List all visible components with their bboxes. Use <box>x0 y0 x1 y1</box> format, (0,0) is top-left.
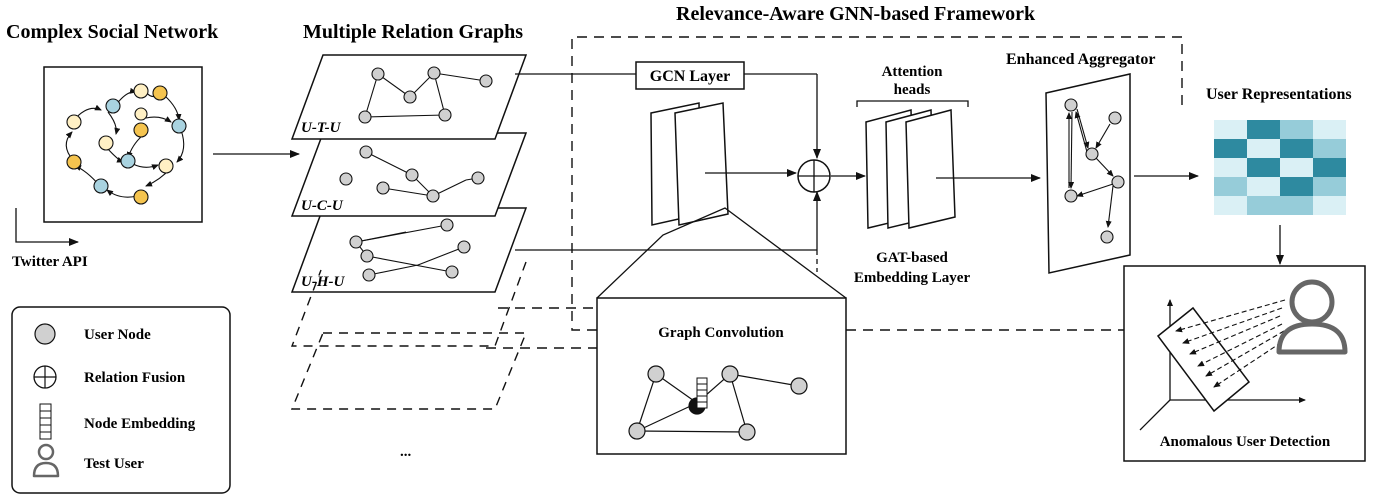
twitter-api-label: Twitter API <box>12 254 88 270</box>
gcn-layer-box <box>635 61 745 90</box>
enhanced-aggregator-label: Enhanced Aggregator <box>1006 51 1155 68</box>
matrix-cell <box>1280 120 1313 139</box>
relation-plane-ucu: U-C-U <box>290 132 528 217</box>
plane-label-utu: U-T-U <box>301 120 342 136</box>
attention-heads-bracket <box>856 100 969 107</box>
relation-fusion-legend-icon <box>33 365 57 389</box>
graph-convolution-label: Graph Convolution <box>658 325 784 341</box>
matrix-cell <box>1280 177 1313 196</box>
matrix-cell <box>1214 177 1247 196</box>
legend-test-user: Test User <box>84 456 144 472</box>
attention-heads-label-2: heads <box>894 82 931 98</box>
gcn-layer-label: GCN Layer <box>650 68 730 85</box>
plane-to-conv-dashes <box>486 307 1124 349</box>
matrix-cell <box>1247 158 1280 177</box>
gcn-feature-maps <box>650 102 729 226</box>
matrix-cell <box>1214 196 1247 215</box>
relation-plane-uhu: U-H-U <box>290 207 528 293</box>
matrix-cell <box>1214 120 1247 139</box>
test-user-icon <box>32 443 60 478</box>
relation-fusion-icon <box>797 159 831 193</box>
node-embedding-icon <box>39 403 52 440</box>
matrix-cell <box>1214 139 1247 158</box>
matrix-cell <box>1280 158 1313 177</box>
social-network-title: Complex Social Network <box>6 21 219 43</box>
user-representation-matrix <box>1214 120 1346 215</box>
plane-to-fusion-lines <box>515 73 821 272</box>
attention-heads-label-1: Attention <box>882 64 943 80</box>
additional-relation-planes <box>290 261 528 410</box>
test-user-figure <box>1276 279 1348 355</box>
legend-node-embedding: Node Embedding <box>84 416 196 432</box>
relation-plane-utu: U-T-U <box>290 54 528 140</box>
relation-graphs-title: Multiple Relation Graphs <box>303 21 523 43</box>
anomalous-detection-label: Anomalous User Detection <box>1160 434 1331 450</box>
matrix-cell <box>1247 139 1280 158</box>
node-embedding-stack <box>696 377 708 409</box>
user-representations-label: User Representations <box>1206 86 1352 103</box>
graph-convolution-graph <box>628 365 808 441</box>
matrix-cell <box>1313 158 1346 177</box>
framework-title: Relevance-Aware GNN-based Framework <box>676 3 1036 25</box>
matrix-cell <box>1247 196 1280 215</box>
gat-layer-label-1: GAT-based <box>876 250 948 266</box>
legend: User Node Relation Fusion Node Embedding… <box>11 306 231 494</box>
social-network-box <box>43 66 203 223</box>
enhanced-aggregator <box>1045 73 1131 274</box>
matrix-cell <box>1313 139 1346 158</box>
matrix-cell <box>1214 158 1247 177</box>
matrix-cell <box>1313 177 1346 196</box>
more-planes-ellipsis: ... <box>400 444 412 460</box>
legend-user-node: User Node <box>84 327 151 343</box>
gat-layer-label-2: Embedding Layer <box>854 270 971 286</box>
matrix-cell <box>1247 120 1280 139</box>
plane-label-ucu: U-C-U <box>301 198 344 214</box>
social-nodes <box>66 83 187 205</box>
legend-relation-fusion: Relation Fusion <box>84 370 186 386</box>
matrix-cell <box>1280 139 1313 158</box>
matrix-cell <box>1247 177 1280 196</box>
plane-label-uhu: U-H-U <box>301 274 345 290</box>
twitter-api-arrow <box>15 208 79 246</box>
matrix-cell <box>1313 196 1346 215</box>
attention-head-sheets <box>865 109 956 229</box>
anomalous-detection-panel <box>1123 265 1366 462</box>
matrix-cell <box>1280 196 1313 215</box>
user-node-icon <box>34 323 56 345</box>
matrix-cell <box>1313 120 1346 139</box>
